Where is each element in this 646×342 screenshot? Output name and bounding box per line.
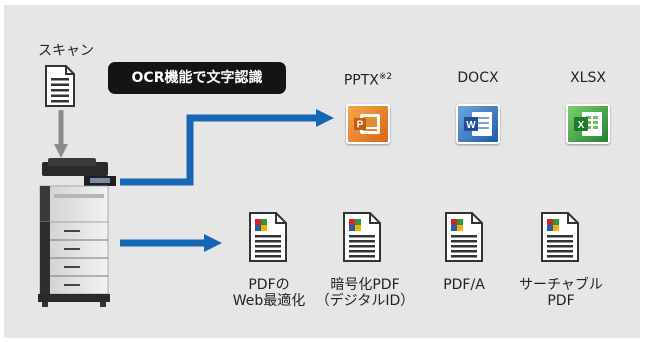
scan-down-arrow — [54, 110, 68, 158]
pptx-note: ※2 — [378, 72, 393, 82]
svg-text:P: P — [357, 120, 364, 131]
svg-text:X: X — [578, 120, 585, 131]
word-icon: W — [456, 104, 500, 144]
scanned-document-icon — [45, 65, 75, 107]
xlsx-label: XLSX — [570, 70, 606, 86]
pdf-a-label: PDF/A — [443, 277, 485, 293]
powerpoint-icon: P — [346, 104, 390, 144]
ocr-label: OCR機能で文字認識 — [108, 62, 286, 94]
pdf-encrypted-icon — [343, 212, 381, 262]
diagram-canvas — [4, 5, 640, 338]
pdf-searchable-icon — [541, 212, 579, 262]
arrow-to-pdf-formats — [120, 234, 222, 252]
svg-text:W: W — [466, 120, 476, 131]
excel-icon: X — [566, 104, 610, 144]
scan-label: スキャン — [38, 43, 94, 59]
multifunction-printer-icon — [38, 158, 116, 307]
pptx-label: PPTX※2 — [343, 72, 393, 89]
pdf-a-icon — [445, 212, 483, 262]
docx-label: DOCX — [457, 70, 499, 86]
arrow-to-office-formats — [120, 109, 334, 186]
pdf-web-optimized-icon — [249, 212, 287, 262]
pdf-encrypted-label: 暗号化PDF（デジタルID） — [315, 277, 415, 309]
